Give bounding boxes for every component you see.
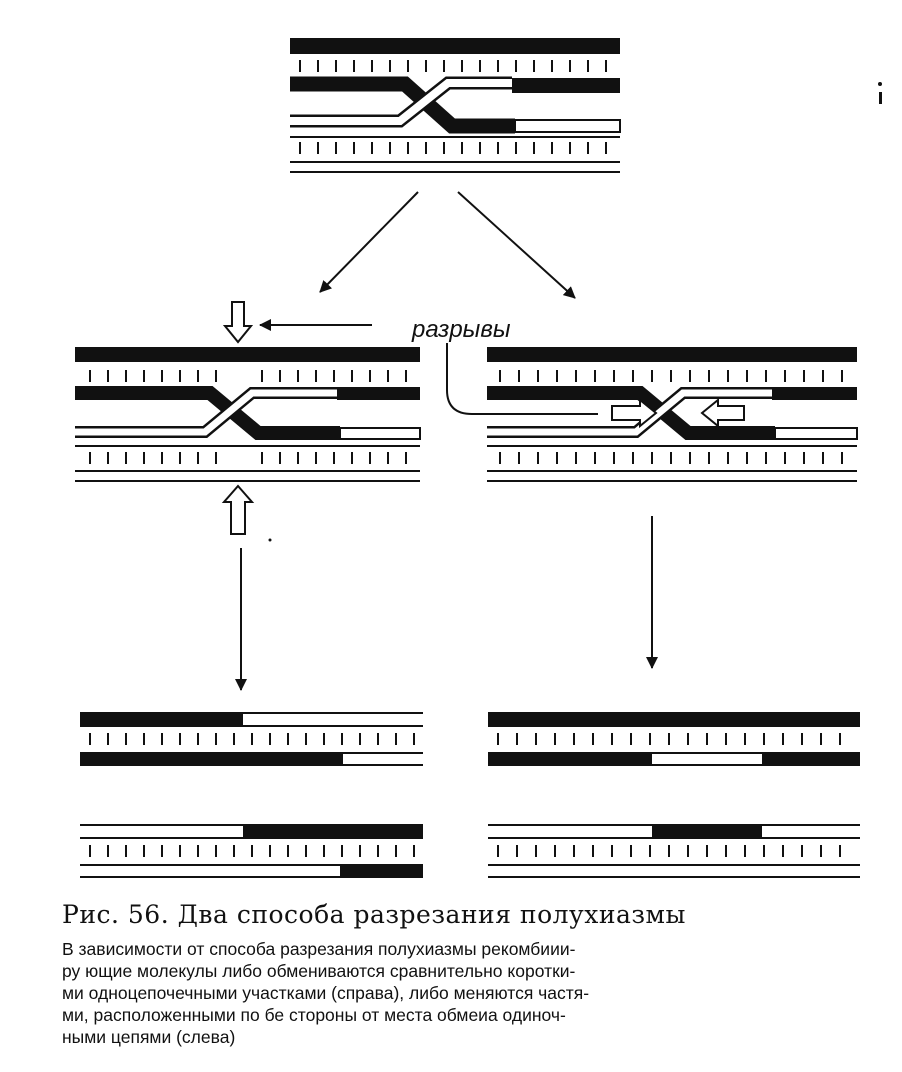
cut-arrow-left-icon (700, 397, 745, 429)
top-molecule (290, 38, 621, 173)
right-product-1 (488, 712, 860, 766)
top-rungs-lower (299, 142, 607, 154)
cut-arrow-up-icon (221, 484, 255, 535)
cut-arrow-right-icon (611, 397, 658, 429)
breaks-pointer-right (446, 343, 598, 415)
left-product-2 (80, 824, 423, 878)
left-mid-molecule (75, 347, 421, 482)
arrow-to-right (457, 191, 576, 299)
cut-arrow-down-icon (222, 301, 254, 344)
caption-line: ными цепями (слева) (62, 1027, 236, 1047)
caption-line: В зависимости от способа разрезания полу… (62, 939, 576, 959)
caption-line: ру ющие молекулы либо обмениваются сравн… (62, 961, 576, 981)
left-product-1 (80, 712, 423, 766)
right-product-2 (488, 824, 860, 878)
figure-caption-body: В зависимости от способа разрезания полу… (62, 938, 852, 1048)
top-rungs-upper (299, 60, 607, 72)
caption-line: ми, расположенными по бе стороны от мест… (62, 1005, 566, 1025)
caption-line: ми одноцепочечными участками (справа), л… (62, 983, 590, 1003)
recombination-diagram: разрывы (75, 38, 882, 878)
arrow-to-left (319, 191, 419, 293)
figure-caption-title: Рис. 56. Два способа разрезания полухиаз… (62, 900, 686, 929)
breaks-label: разрывы (411, 316, 511, 343)
right-mid-molecule (487, 347, 858, 482)
